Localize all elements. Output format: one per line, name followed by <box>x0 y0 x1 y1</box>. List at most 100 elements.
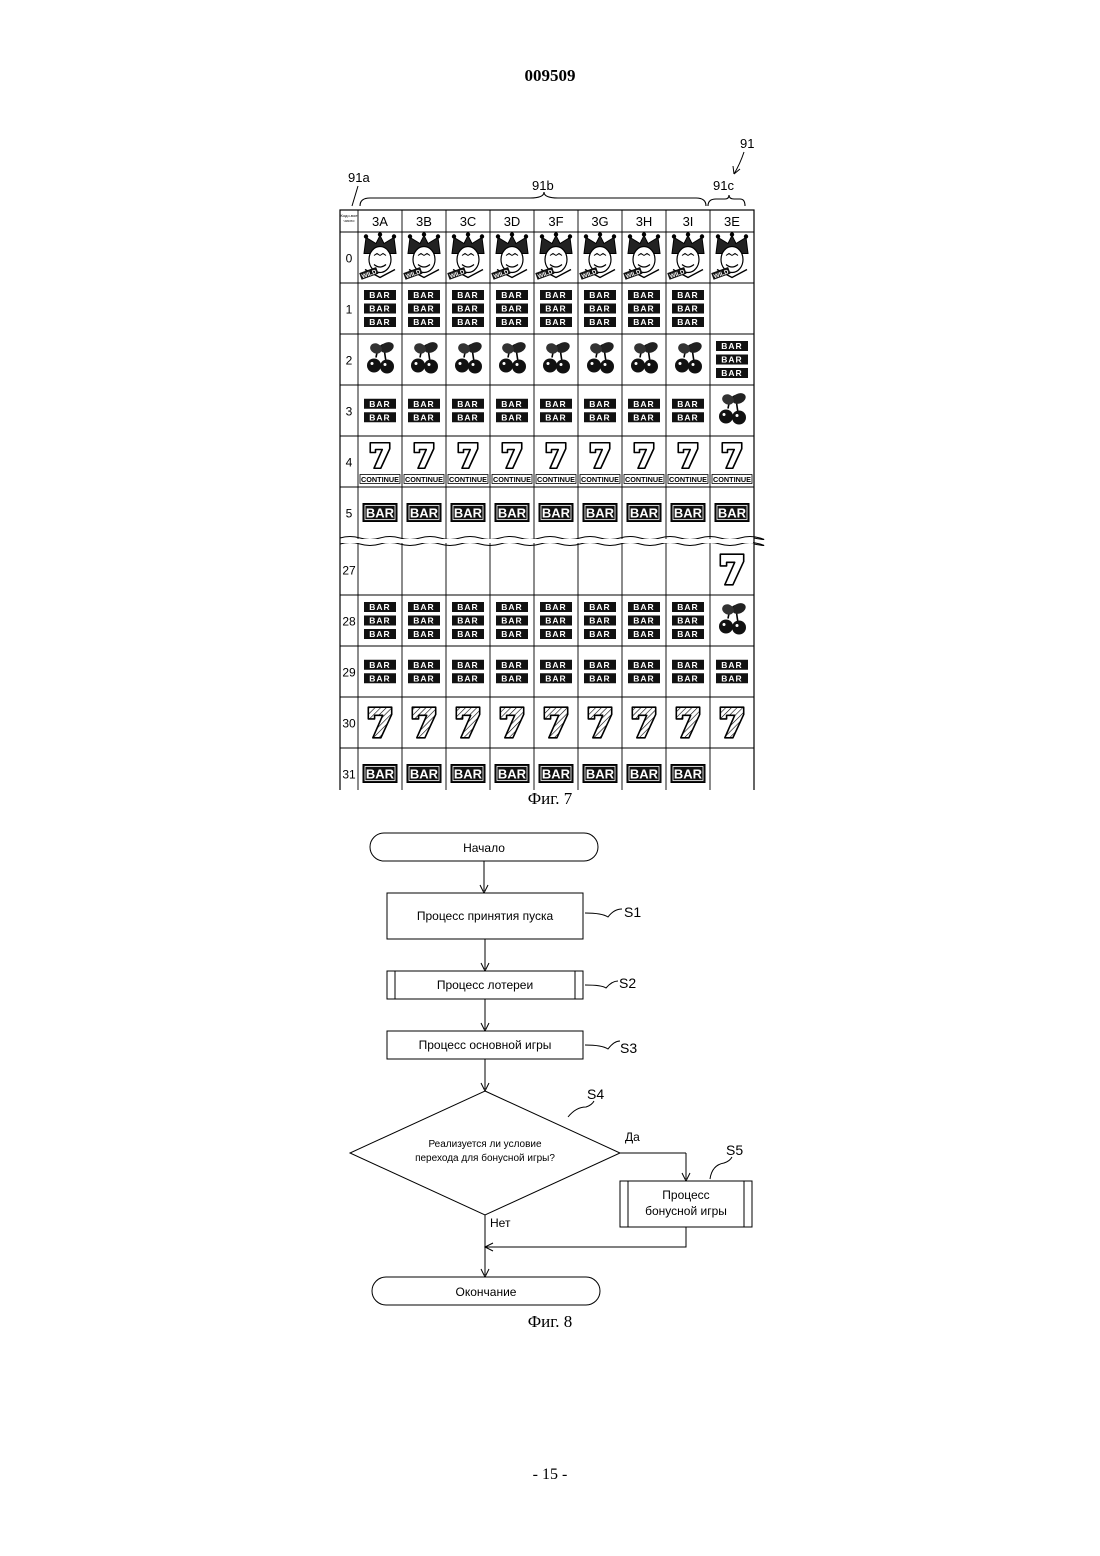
cherry-fruit <box>719 410 733 424</box>
reel-symbol-bar3: BARBARBAR <box>452 290 484 327</box>
reel-symbol-cherry <box>719 601 747 634</box>
ref-91b: 91b <box>532 178 554 193</box>
reel-symbol-bar2: BARBAR <box>496 660 528 684</box>
cherry-fruit <box>424 360 438 374</box>
bar-symbol-text: BAR <box>633 629 654 639</box>
wild-tag-text: WILD <box>449 269 466 280</box>
bar-symbol-text: BAR <box>413 602 434 612</box>
wild-tag: WILD <box>623 267 643 281</box>
row-number: 30 <box>342 717 356 731</box>
bar-symbol-text: BAR <box>633 673 654 683</box>
reel-symbol-bar3: BARBARBAR <box>408 602 440 639</box>
reel-symbol-bar3: BARBARBAR <box>364 602 396 639</box>
reel-symbol-bar1: BAR <box>363 765 397 783</box>
bar-symbol-text: BAR <box>630 767 659 782</box>
column-header: 3G <box>591 214 608 229</box>
wavy-break-gap <box>341 539 753 543</box>
continue-text: CONTINUE <box>361 475 399 484</box>
reel-symbol-seven-hatched <box>720 707 743 738</box>
ref-s1: S1 <box>624 904 641 920</box>
wild-tag-text: WILD <box>493 269 510 280</box>
bar-symbol-text: BAR <box>589 616 610 626</box>
seven-symbol-shape <box>502 443 522 469</box>
column-header: 3F <box>548 214 563 229</box>
fig7-caption: Фиг. 7 <box>0 789 1100 809</box>
bar-symbol-text: BAR <box>677 602 698 612</box>
cherry-shine <box>736 624 739 627</box>
wild-tag-text: WILD <box>361 269 378 280</box>
joker-bell <box>730 232 734 236</box>
bar-symbol-text: BAR <box>721 660 742 670</box>
patent-number: 009509 <box>0 66 1100 86</box>
bar-symbol-text: BAR <box>454 767 483 782</box>
wild-tag-text: WILD <box>625 269 642 280</box>
reel-symbol-seven-continue: CONTINUE <box>580 443 620 484</box>
reel-symbol-seven-continue: CONTINUE <box>404 443 444 484</box>
cherry-fruit <box>587 359 601 373</box>
row-number: 0 <box>346 252 353 266</box>
bar-symbol-text: BAR <box>677 304 698 314</box>
seven-symbol-shape <box>720 707 743 738</box>
wild-tag: WILD <box>447 267 467 281</box>
cherry-fruit <box>543 359 557 373</box>
reel-symbol-bar1: BAR <box>583 504 617 522</box>
bar-symbol-text: BAR <box>677 290 698 300</box>
seven-symbol-shape <box>500 707 523 738</box>
reel-symbol-bar1: BAR <box>671 765 705 783</box>
reel-symbol-seven-hatched <box>368 707 391 738</box>
row-number: 3 <box>346 405 353 419</box>
reel-symbol-cherry <box>499 340 527 373</box>
reel-symbol-bar3: BARBARBAR <box>452 602 484 639</box>
reel-symbol-bar1: BAR <box>495 765 529 783</box>
seven-symbol-shape <box>676 707 699 738</box>
cherry-fruit <box>556 360 570 374</box>
reel-symbol-bar2: BARBAR <box>584 399 616 423</box>
bar-symbol-text: BAR <box>545 616 566 626</box>
reel-symbol-bar2: BARBAR <box>584 660 616 684</box>
reel-symbol-bar1: BAR <box>495 504 529 522</box>
ref-s4: S4 <box>587 1086 604 1102</box>
reel-symbol-seven-continue: CONTINUE <box>668 443 708 484</box>
bar-symbol-text: BAR <box>674 506 703 521</box>
bar-symbol-text: BAR <box>501 673 522 683</box>
corner-label-word: число <box>344 218 356 223</box>
bar-symbol-text: BAR <box>457 399 478 409</box>
s1-leader <box>585 909 622 917</box>
reel-symbol-bar2: BARBAR <box>364 660 396 684</box>
bar-symbol-text: BAR <box>589 304 610 314</box>
reel-symbol-bar2: BARBAR <box>540 399 572 423</box>
bar-symbol-text: BAR <box>501 412 522 422</box>
joker-bell <box>510 232 514 236</box>
bar-symbol-text: BAR <box>677 399 698 409</box>
bar-symbol-text: BAR <box>369 660 390 670</box>
bar-symbol-text: BAR <box>413 660 434 670</box>
continue-text: CONTINUE <box>581 475 619 484</box>
cherry-shine <box>679 362 682 365</box>
ref-s3: S3 <box>620 1040 637 1056</box>
bar-symbol-text: BAR <box>457 616 478 626</box>
reel-symbol-bar2: BARBAR <box>452 399 484 423</box>
reel-symbol-joker: WILD <box>447 232 484 280</box>
start-label: Начало <box>463 841 505 855</box>
cherry-leaf <box>676 341 691 355</box>
cherry-shine <box>459 362 462 365</box>
seven-symbol-shape <box>368 707 391 738</box>
joker-bell <box>656 234 660 238</box>
cherry-fruit <box>411 359 425 373</box>
bar-symbol-text: BAR <box>677 412 698 422</box>
brace-91c <box>708 195 745 206</box>
wild-tag: WILD <box>359 267 379 281</box>
bar-symbol-text: BAR <box>677 660 698 670</box>
bar-symbol-text: BAR <box>410 506 439 521</box>
bar-symbol-text: BAR <box>586 506 615 521</box>
cherry-fruit <box>512 360 526 374</box>
cherry-fruit <box>732 411 746 425</box>
wild-tag: WILD <box>535 267 555 281</box>
bar-symbol-text: BAR <box>457 290 478 300</box>
row-number: 28 <box>342 615 356 629</box>
cherry-leaf <box>412 341 427 355</box>
joker-bell <box>672 234 676 238</box>
seven-symbol-shape <box>456 707 479 738</box>
bar-symbol-text: BAR <box>545 399 566 409</box>
bar-symbol-text: BAR <box>366 767 395 782</box>
